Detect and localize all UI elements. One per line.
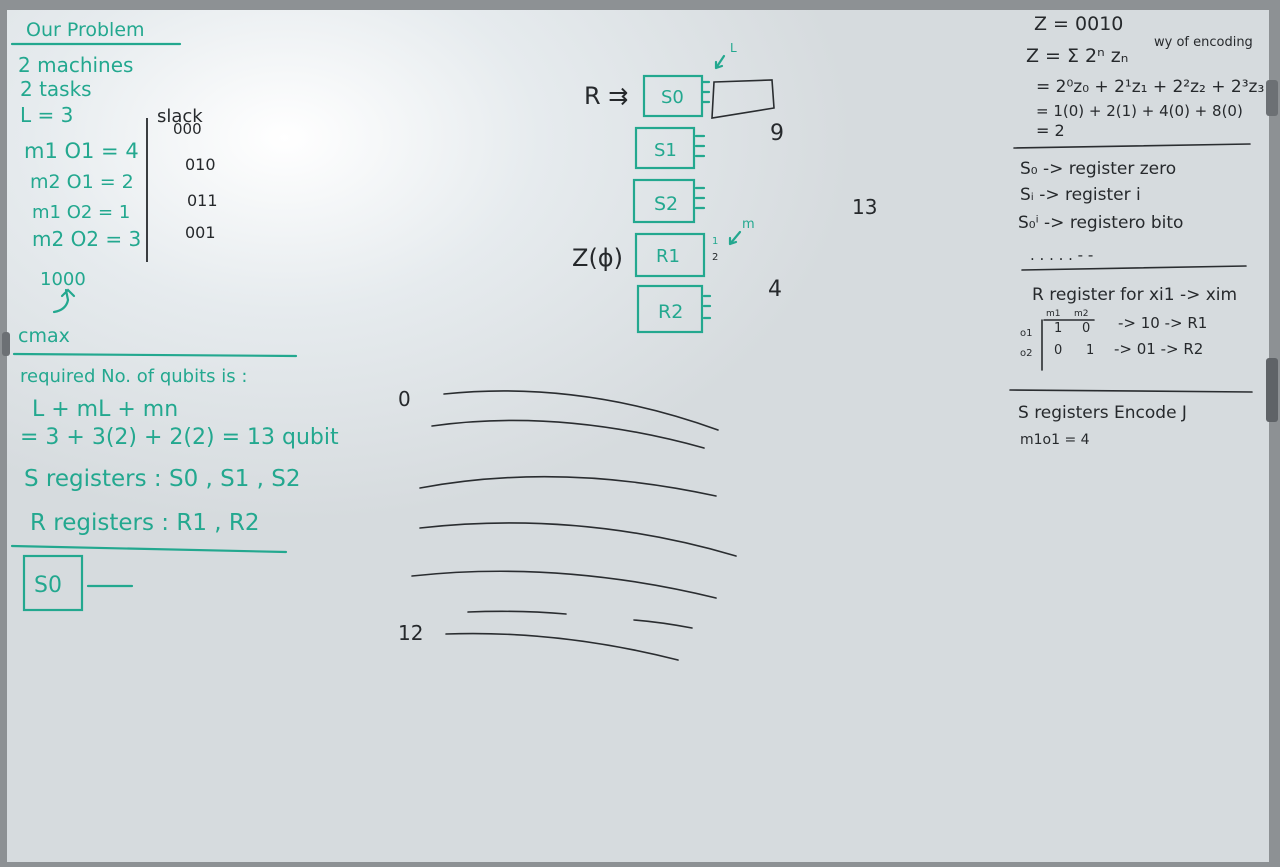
row-o2-cell-2: 1 [1086, 343, 1094, 358]
s-registers-line: S registers : S0 , S1 , S2 [24, 466, 301, 492]
r1-index-top: 1 [712, 236, 718, 247]
slack-value-3: 011 [187, 191, 218, 210]
tasks-line: 2 tasks [20, 77, 92, 101]
s0-description: S₀ -> register zero [1020, 159, 1176, 179]
circuit-line-1 [443, 390, 719, 431]
number-4: 4 [768, 277, 782, 302]
register-box-r1 [634, 232, 706, 278]
register-box-r2 [636, 284, 704, 334]
middle-panel: R ⇉ S0 S1 S2 R1 1 2 R2 Z(ϕ) L m 9 4 13 0 [398, 41, 877, 661]
r-register-title: R register for xi1 -> xim [1032, 285, 1237, 305]
circuit-line-label-0: 0 [398, 387, 411, 411]
l-line: L = 3 [20, 103, 73, 127]
section-divider-1 [12, 352, 298, 358]
slack-value-1: 000 [173, 120, 202, 138]
row-label-o2: o2 [1020, 348, 1032, 359]
circuit-line-4 [419, 522, 737, 557]
register-wires-s1 [694, 134, 706, 158]
qubits-heading: required No. of qubits is : [20, 366, 247, 387]
left-panel: Our Problem 2 machines 2 tasks L = 3 m1 … [10, 19, 339, 612]
circuit-line-6a [467, 610, 567, 615]
right-divider-2 [1021, 265, 1247, 271]
circuit-line-5 [411, 570, 717, 599]
l-annotation-arrow [714, 54, 726, 70]
m-annotation-arrow [728, 230, 742, 246]
s0i-description: S₀ⁱ -> registero bito [1018, 213, 1183, 233]
l-annotation: L [730, 41, 737, 55]
register-wires-s0 [701, 80, 711, 104]
register-wires-s2 [694, 186, 706, 210]
right-divider-1 [1013, 143, 1251, 149]
cmax-label: cmax [18, 325, 70, 347]
right-divider-3 [1009, 389, 1253, 393]
formula-line-2: = 3 + 3(2) + 2(2) = 13 qubit [20, 425, 339, 450]
problem-heading: Our Problem [26, 19, 145, 41]
dots-line: . . . . . - - [1030, 246, 1093, 264]
slack-value-4: 001 [185, 223, 216, 242]
s0-box [22, 554, 84, 612]
register-label-r1: R1 [656, 246, 680, 267]
empty-register-box [711, 79, 775, 119]
col-header-m1: m1 [1046, 309, 1061, 319]
z-value: Z = 0010 [1034, 13, 1123, 35]
slack-value-2: 010 [185, 155, 216, 174]
formula-line-1: L + mL + mn [32, 397, 178, 422]
register-box-s1 [634, 126, 696, 170]
circuit-line-2 [431, 419, 705, 449]
circuit-line-3 [419, 475, 717, 497]
s-encode-line: m1o1 = 4 [1020, 432, 1090, 448]
r-arrow-label: R ⇉ [584, 82, 628, 110]
frame-clip-right-top [1266, 80, 1278, 116]
register-box-s2 [632, 178, 696, 224]
r-registers-line: R registers : R1 , R2 [30, 510, 260, 536]
s-encode-title: S registers Encode J [1018, 403, 1187, 423]
op-m1o2: m1 O2 = 1 [32, 202, 130, 223]
register-label-r2: R2 [658, 301, 683, 323]
row-o1-result: -> 10 -> R1 [1118, 314, 1207, 332]
number-9: 9 [770, 121, 784, 146]
col-header-m2: m2 [1074, 309, 1089, 319]
expand-line-3: = 2 [1036, 121, 1065, 140]
frame-clip-right-bottom [1266, 358, 1278, 422]
number-13: 13 [852, 195, 877, 219]
cmax-arrow [52, 288, 76, 314]
m-annotation: m [742, 217, 755, 232]
row-o1-cell-1: 1 [1054, 321, 1062, 336]
circuit-line-6b [633, 619, 693, 629]
op-m2o2: m2 O2 = 3 [32, 227, 141, 251]
z-phi-label: Z(ϕ) [572, 244, 623, 272]
si-description: Sᵢ -> register i [1020, 185, 1141, 205]
circuit-line-7 [445, 632, 679, 661]
z-sum: Z = Σ 2ⁿ zₙ [1026, 45, 1128, 67]
register-label-s0: S0 [661, 87, 684, 108]
s0-box-label: S0 [34, 573, 62, 598]
machines-line: 2 machines [18, 53, 133, 77]
register-wires-r2 [702, 294, 712, 320]
row-o2-result: -> 01 -> R2 [1114, 340, 1203, 358]
register-box-s0 [642, 74, 704, 118]
r1-index-bottom: 2 [712, 252, 718, 263]
row-label-o1: o1 [1020, 328, 1032, 339]
row-o1-cell-2: 0 [1082, 321, 1090, 336]
right-panel: Z = 0010 Z = Σ 2ⁿ zₙ wy of encoding = 2⁰… [1009, 13, 1264, 448]
board-surface [7, 10, 1269, 862]
slack-label: slack [157, 106, 203, 127]
op-m1o1: m1 O1 = 4 [24, 139, 139, 163]
register-label-s1: S1 [654, 140, 677, 161]
section-divider-2 [10, 544, 288, 554]
row-o2-cell-1: 0 [1054, 343, 1062, 358]
circuit-line-label-12: 12 [398, 621, 423, 645]
encoding-note: wy of encoding [1154, 35, 1253, 50]
expand-line-1: = 2⁰z₀ + 2¹z₁ + 2²z₂ + 2³z₃ [1036, 77, 1264, 97]
op-m2o1: m2 O1 = 2 [30, 171, 134, 193]
register-label-s2: S2 [654, 193, 678, 215]
expand-line-2: = 1(0) + 2(1) + 4(0) + 8(0) [1036, 102, 1243, 120]
frame-clip-left [2, 332, 10, 356]
cmax-value: 1000 [40, 269, 86, 290]
